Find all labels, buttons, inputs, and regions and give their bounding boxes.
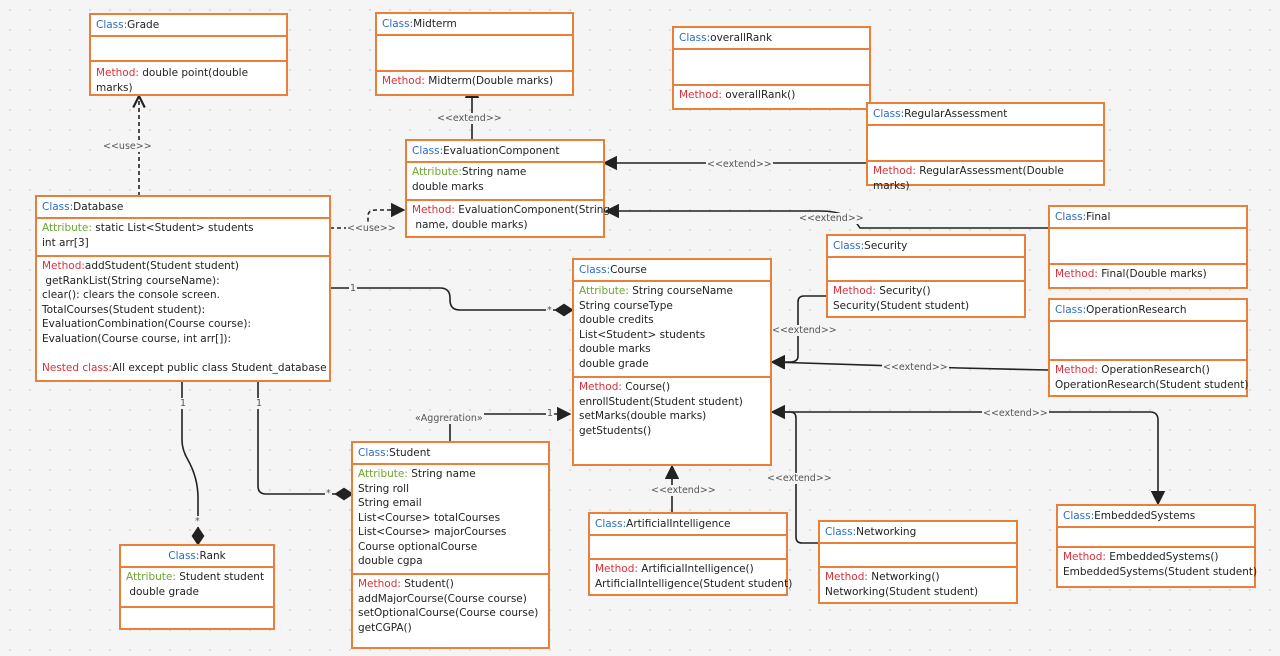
class-header: Class:Networking (825, 526, 917, 538)
attributes-section: Attribute: static List<Student> students… (37, 217, 329, 255)
class-evaluation-component[interactable]: Class:EvaluationComponent Attribute:Stri… (405, 139, 610, 238)
class-student[interactable]: Class:Student Attribute: String name Str… (351, 441, 550, 649)
class-header: Class:RegularAssessment (873, 108, 1008, 120)
class-header: Class:EvaluationComponent (412, 145, 560, 157)
methods-section: Method: EmbeddedSystems() EmbeddedSystem… (1058, 546, 1257, 586)
use-database-evaluation (330, 202, 406, 229)
methods-section: Method: RegularAssessment(Double marks) (868, 160, 1103, 192)
multiplicity-aggregation-one: 1 (546, 408, 555, 419)
attributes-section (1050, 320, 1246, 359)
class-rank[interactable]: Class:Rank Attribute: Student student do… (119, 544, 275, 630)
multiplicity-db-course-one: 1 (349, 283, 358, 294)
class-course[interactable]: Class:Course Attribute: String courseNam… (572, 258, 772, 466)
class-header: Class:Course (579, 264, 647, 276)
attributes-section: Attribute:String name double marks (407, 161, 603, 199)
class-header: Class:Final (1055, 211, 1111, 223)
extend-label-security: <<extend>> (771, 325, 838, 336)
use-label-grade: <<use>> (102, 141, 153, 152)
methods-section: Method: double point(double marks) (91, 60, 286, 94)
methods-section: Method: overallRank() (674, 84, 869, 108)
extend-label-or: <<extend>> (882, 362, 949, 373)
class-embedded-systems[interactable]: Class:EmbeddedSystems Method: EmbeddedSy… (1056, 504, 1257, 588)
class-final[interactable]: Class:Final Method: Final(Double marks) (1048, 205, 1248, 289)
methods-section (121, 606, 273, 628)
extend-label-networking: <<extend>> (766, 473, 833, 484)
class-header: Class:OperationResearch (1055, 304, 1187, 316)
attributes-section (674, 48, 869, 84)
class-header: Class:Midterm (382, 18, 457, 30)
multiplicity-db-rank-one: 1 (179, 398, 188, 409)
extend-or-course (770, 355, 1049, 371)
attributes-section: Attribute: String name String roll Strin… (353, 463, 548, 573)
methods-section: Method: ArtificialIntelligence() Artific… (590, 558, 792, 594)
attributes-section: Attribute: String courseName String cour… (574, 280, 770, 376)
methods-section: Method: Security() Security(Student stud… (828, 280, 1024, 316)
attributes-section (868, 124, 1103, 160)
class-header: Class:ArtificialIntelligence (595, 518, 731, 530)
methods-section: Method: Midterm(Double marks) (377, 70, 572, 94)
methods-section: Method: Final(Double marks) (1050, 263, 1246, 287)
class-grade[interactable]: Class:Grade Method: double point(double … (89, 13, 288, 96)
attributes-section (828, 256, 1024, 280)
class-header: Class:Grade (96, 19, 160, 31)
class-operation-research[interactable]: Class:OperationResearch Method: Operatio… (1048, 298, 1248, 397)
extend-label-midterm: <<extend>> (436, 113, 503, 124)
attributes-section (1050, 227, 1246, 263)
use-label-evaluation: <<use>> (346, 223, 397, 234)
multiplicity-db-rank-many: * (194, 516, 201, 527)
aggregation-label: «Aggreration» (414, 413, 484, 424)
attributes-section (590, 534, 786, 558)
assoc-database-course (330, 287, 574, 317)
class-security[interactable]: Class:Security Method: Security() Securi… (826, 234, 1026, 318)
class-midterm[interactable]: Class:Midterm Method: Midterm(Double mar… (375, 12, 574, 96)
class-header: Class:overallRank (679, 32, 773, 44)
class-header: Class:Rank (168, 550, 226, 562)
attributes-section (377, 34, 572, 70)
multiplicity-db-student-one: 1 (255, 398, 264, 409)
extend-label-embedded: <<extend>> (982, 408, 1049, 419)
assoc-database-rank (181, 382, 205, 546)
attributes-section (820, 542, 1016, 566)
methods-section: Method: Student() addMajorCourse(Course … (353, 573, 548, 647)
multiplicity-db-student-many: * (325, 488, 332, 499)
attributes-section (91, 35, 286, 60)
class-header: Class:EmbeddedSystems (1063, 510, 1196, 522)
class-header: Class:Database (42, 201, 124, 213)
attributes-section: Attribute: Student student double grade (121, 566, 273, 606)
methods-section: Method: EvaluationComponent(String name,… (407, 199, 610, 236)
extend-label-ai: <<extend>> (650, 485, 717, 496)
class-networking[interactable]: Class:Networking Method: Networking() Ne… (818, 520, 1018, 604)
methods-section: Method: OperationResearch() OperationRes… (1050, 359, 1248, 395)
methods-section: Method:addStudent(Student student) getRa… (37, 255, 329, 380)
class-database[interactable]: Class:Database Attribute: static List<St… (35, 195, 331, 382)
assoc-database-student (257, 382, 354, 501)
multiplicity-db-course-many: * (546, 305, 553, 316)
class-header: Class:Security (833, 240, 908, 252)
attributes-section (1058, 526, 1254, 546)
class-artificial-intelligence[interactable]: Class:ArtificialIntelligence Method: Art… (588, 512, 792, 596)
methods-section: Method: Course() enrollStudent(Student s… (574, 376, 770, 464)
extend-course-embedded (772, 411, 1166, 506)
methods-section: Method: Networking() Networking(Student … (820, 566, 1016, 602)
extend-label-final: <<extend>> (798, 213, 865, 224)
extend-label-regular: <<extend>> (706, 159, 773, 170)
class-overall-rank[interactable]: Class:overallRank Method: overallRank() (672, 26, 871, 110)
class-header: Class:Student (358, 447, 431, 459)
class-regular-assessment[interactable]: Class:RegularAssessment Method: RegularA… (866, 102, 1105, 192)
